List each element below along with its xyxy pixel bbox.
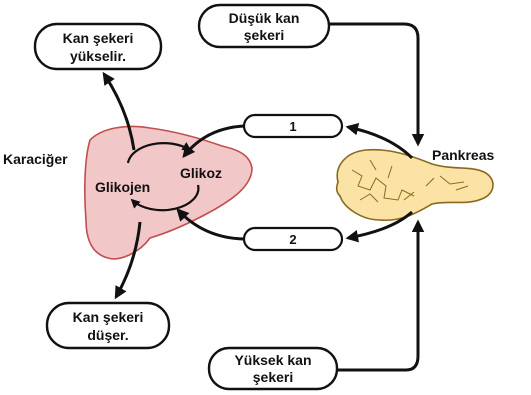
box-low-sugar: Düşük kan şekeri [199, 5, 329, 47]
high-sugar-line1: Yüksek kan [234, 352, 311, 368]
box-sugar-rises: Kan şekeri yükselir. [35, 24, 161, 69]
karaciger-label: Karaciğer [3, 151, 68, 167]
low-sugar-line2: şekeri [244, 27, 284, 43]
rises-line1: Kan şekeri [63, 30, 134, 46]
box-high-sugar: Yüksek kan şekeri [209, 348, 337, 389]
rises-line2: yükselir. [70, 48, 126, 64]
high-sugar-line2: şekeri [253, 369, 293, 385]
box-hormone-1: 1 [244, 115, 342, 137]
falls-line1: Kan şekeri [73, 309, 144, 325]
arrow-high-sugar-to-pancreas [337, 222, 418, 370]
falls-line2: düşer. [87, 327, 128, 343]
low-sugar-line1: Düşük kan [229, 10, 300, 26]
hormone-1-label: 1 [289, 119, 296, 134]
glikoz-label: Glikoz [180, 165, 222, 181]
box-sugar-falls: Kan şekeri düşer. [47, 303, 169, 348]
box-hormone-2: 2 [244, 228, 342, 250]
hormone-2-label: 2 [289, 232, 296, 247]
liver: Glikojen Glikoz [85, 127, 252, 259]
glikojen-label: Glikojen [95, 179, 150, 195]
pankreas-label: Pankreas [432, 147, 494, 163]
